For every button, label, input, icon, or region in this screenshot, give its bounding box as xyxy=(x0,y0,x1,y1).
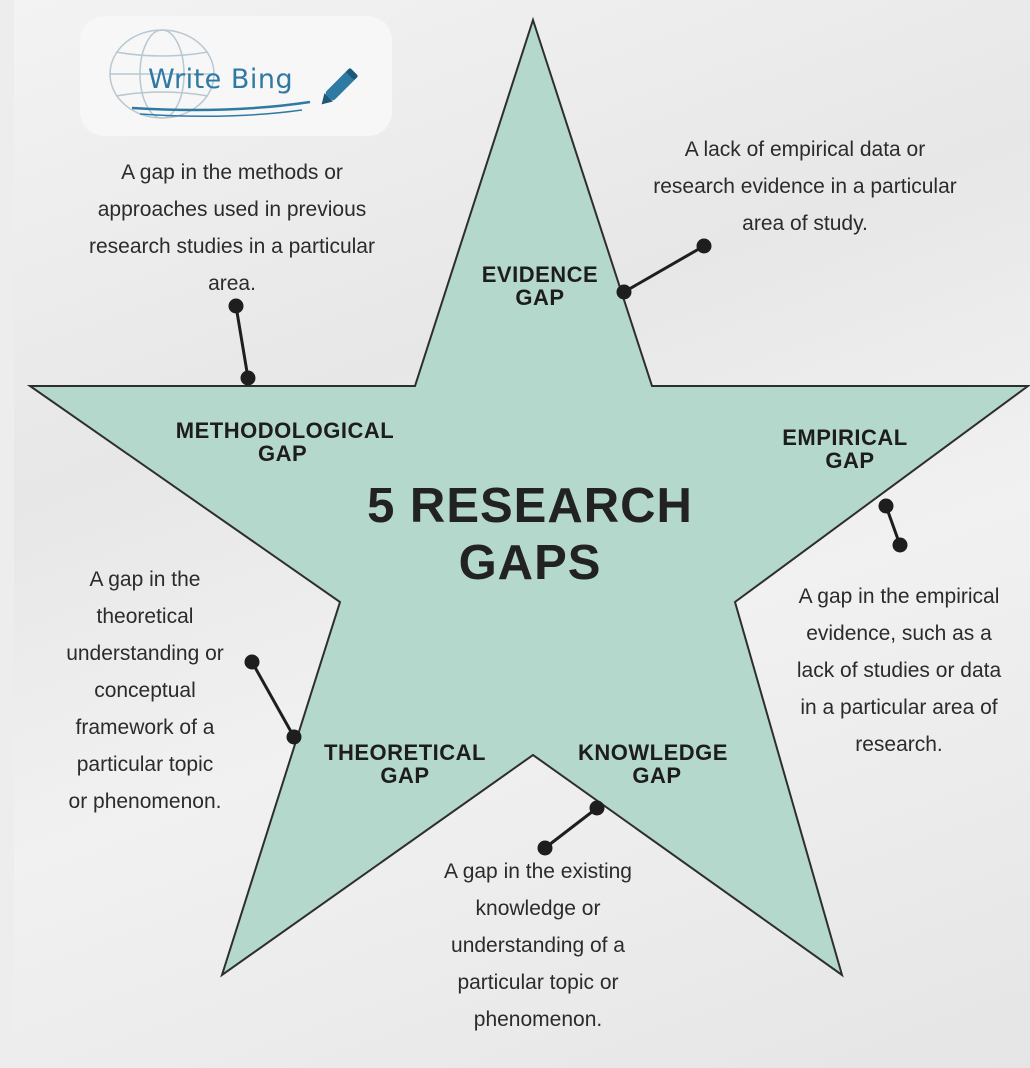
label-knowledge-gap: KNOWLEDGE GAP xyxy=(578,740,728,788)
globe-icon xyxy=(109,29,311,119)
connector-theoretical xyxy=(244,654,302,745)
connector-methodological xyxy=(228,298,256,386)
label-theoretical-gap: THEORETICAL GAP xyxy=(324,740,486,788)
logo-text: Write Bing xyxy=(148,64,294,95)
connectors xyxy=(228,238,908,856)
desc-empirical-gap: A gap in the empirical evidence, such as… xyxy=(796,585,1002,756)
desc-knowledge-gap: A gap in the existing knowledge or under… xyxy=(444,860,632,1031)
label-methodological-gap: METHODOLOGICAL GAP xyxy=(175,418,395,466)
label-empirical-gap: EMPIRICAL GAP xyxy=(782,425,908,473)
connector-empirical xyxy=(878,498,908,553)
pen-icon xyxy=(321,68,358,105)
title-line-2: GAPS xyxy=(458,536,602,590)
desc-theoretical-gap: A gap in the theoretical understanding o… xyxy=(66,568,224,813)
logo-card xyxy=(80,16,392,136)
connector-knowledge xyxy=(537,800,605,856)
star-shape xyxy=(26,16,1030,978)
desc-evidence-gap: A lack of empirical data or research evi… xyxy=(653,138,957,235)
center-title: 5 RESEARCH GAPS xyxy=(315,478,745,592)
title-line-1: 5 RESEARCH xyxy=(367,479,693,533)
desc-methodological-gap: A gap in the methods or approaches used … xyxy=(89,161,375,295)
connector-evidence xyxy=(616,238,712,300)
label-evidence-gap: EVIDENCE GAP xyxy=(481,262,599,310)
